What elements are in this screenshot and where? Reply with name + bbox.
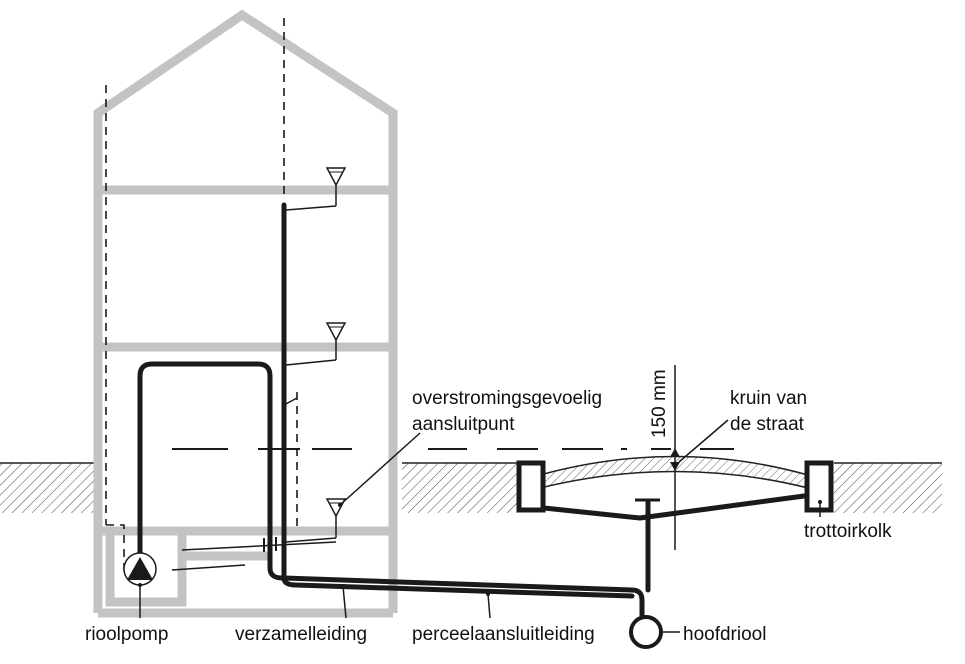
label-150mm: 150 mm (649, 369, 670, 438)
leader-lines (138, 419, 822, 633)
label-de-straat: de straat (730, 414, 805, 435)
drain-pipes (137, 185, 807, 621)
dimension-150mm (670, 365, 680, 550)
house (93, 9, 398, 618)
label-kruin-van: kruin van (730, 388, 807, 409)
label-hoofdriool: hoofdriool (683, 624, 766, 645)
road (539, 455, 809, 489)
label-trottoirkolk: trottoirkolk (804, 521, 892, 542)
labels: overstromingsgevoelig aansluitpunt 150 m… (85, 369, 892, 645)
label-verzamelleiding: verzamelleiding (235, 624, 367, 645)
label-perceelaansluitleiding: perceelaansluitleiding (412, 624, 595, 645)
pump-icon (123, 552, 157, 586)
label-overstromingsgevoelig: overstromingsgevoelig (412, 388, 602, 409)
label-rioolpomp: rioolpomp (85, 624, 168, 645)
label-aansluitpunt: aansluitpunt (412, 414, 515, 435)
ground (0, 462, 942, 513)
main-sewer-icon (629, 615, 663, 649)
gullies (516, 460, 834, 513)
